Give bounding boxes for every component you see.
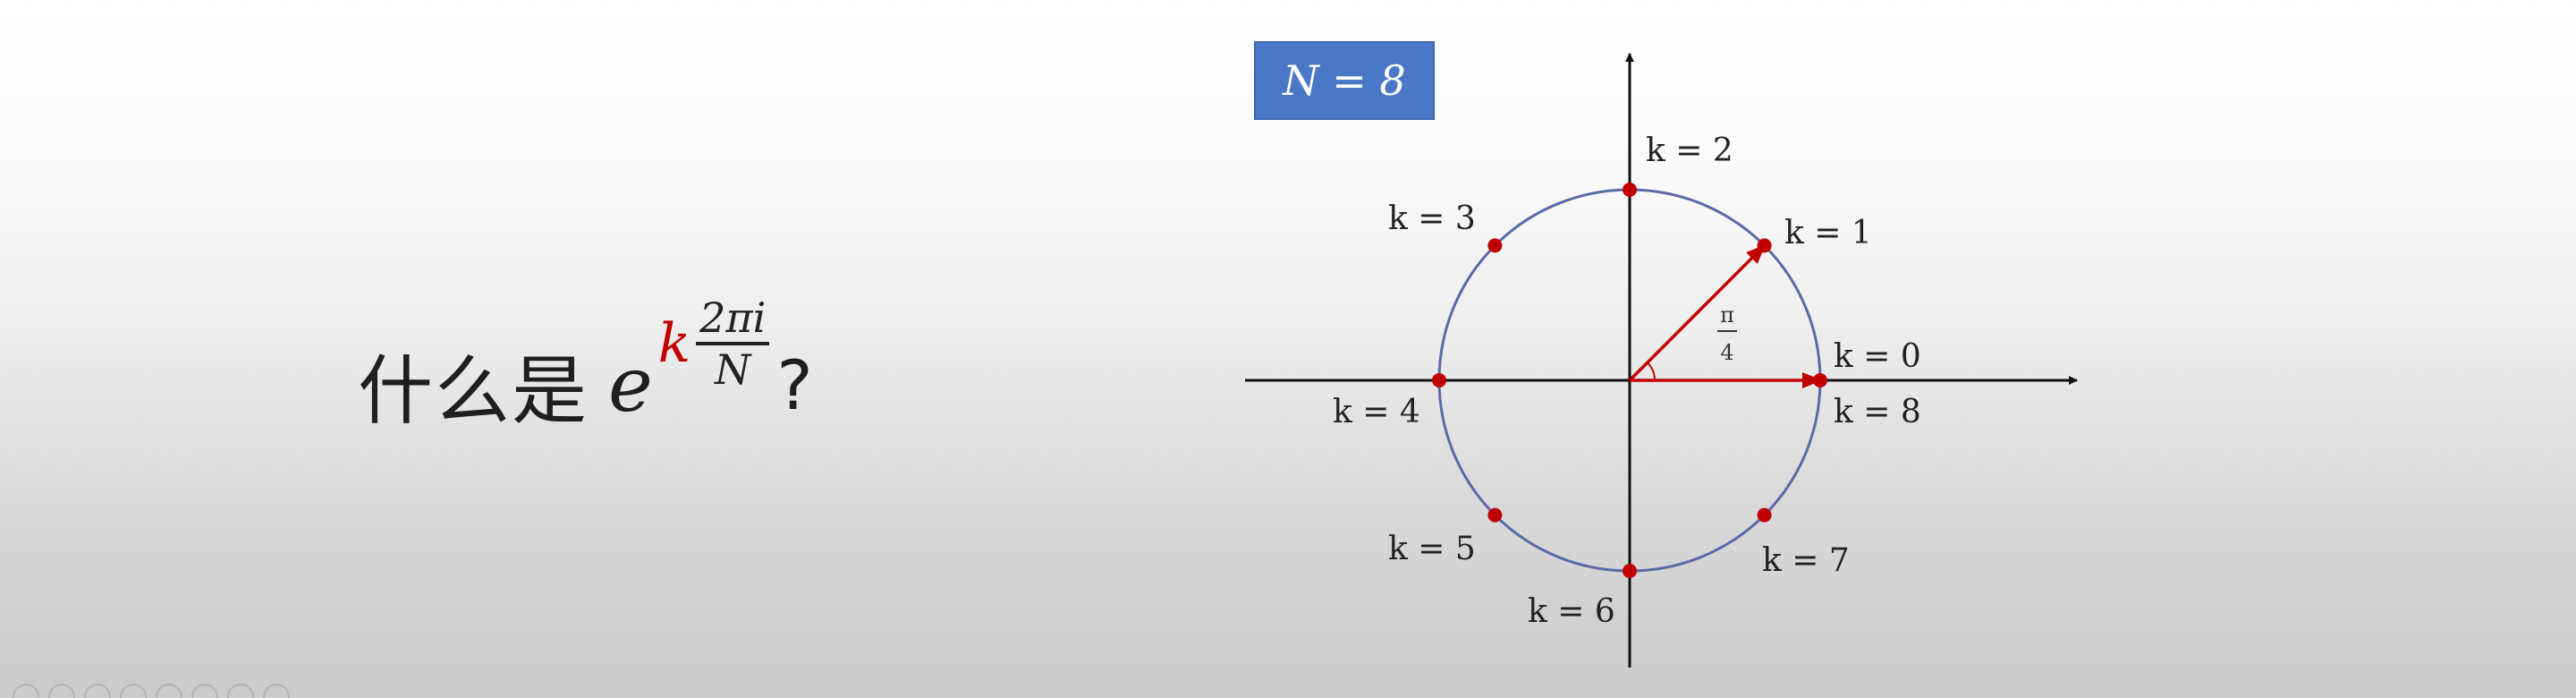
fraction-numerator: 2πi: [696, 297, 770, 345]
exponent-k: k: [657, 312, 691, 375]
vectors: [1628, 243, 1822, 388]
euler-base: e: [608, 341, 653, 429]
root-point-k5: [1487, 507, 1503, 523]
exponent: k 2πi N: [658, 297, 770, 390]
angle-numerator: π: [1720, 302, 1734, 328]
label-k0: k = 0: [1834, 338, 1921, 375]
indicator-dot: [120, 684, 147, 698]
fraction-denominator: N: [715, 345, 751, 394]
vector-k1: [1628, 243, 1767, 382]
indicator-dot: [156, 684, 182, 698]
label-k1: k = 1: [1784, 215, 1872, 251]
label-k2: k = 2: [1646, 132, 1733, 169]
label-k8: k = 8: [1834, 394, 1921, 430]
root-point-k4: [1432, 373, 1446, 387]
exponent-fraction: 2πi N: [696, 297, 770, 394]
indicator-dot: [191, 684, 218, 698]
n-value-badge: N = 8: [1254, 41, 1435, 120]
question-expression: 什么是 e k 2πi N ?: [358, 297, 813, 447]
angle-arc: [1647, 362, 1656, 381]
slide-indicator-dots: [13, 684, 290, 698]
indicator-dot: [13, 684, 39, 698]
indicator-dot: [84, 684, 111, 698]
root-point-k2: [1623, 183, 1637, 197]
root-point-k7: [1757, 507, 1772, 523]
label-k3: k = 3: [1388, 200, 1476, 237]
label-k6: k = 6: [1528, 593, 1615, 630]
angle-denominator: 4: [1720, 340, 1733, 365]
root-point-k6: [1623, 564, 1637, 578]
question-mark: ?: [776, 345, 813, 425]
root-labels: k = 0 k = 1 k = 2 k = 3 k = 4 k = 5 k = 6 k = 7…: [1333, 132, 1921, 630]
label-k4: k = 4: [1333, 394, 1420, 430]
label-k7: k = 7: [1762, 542, 1850, 579]
root-point-k0: [1813, 373, 1827, 387]
indicator-dot: [227, 684, 254, 698]
root-point-k1: [1757, 238, 1772, 253]
root-points: [1432, 183, 1827, 578]
question-text: 什么是: [358, 346, 589, 435]
label-k5: k = 5: [1388, 531, 1476, 567]
indicator-dot: [263, 684, 290, 698]
root-point-k3: [1487, 238, 1503, 253]
angle-marker: π4: [1647, 302, 1737, 381]
indicator-dot: [48, 684, 75, 698]
